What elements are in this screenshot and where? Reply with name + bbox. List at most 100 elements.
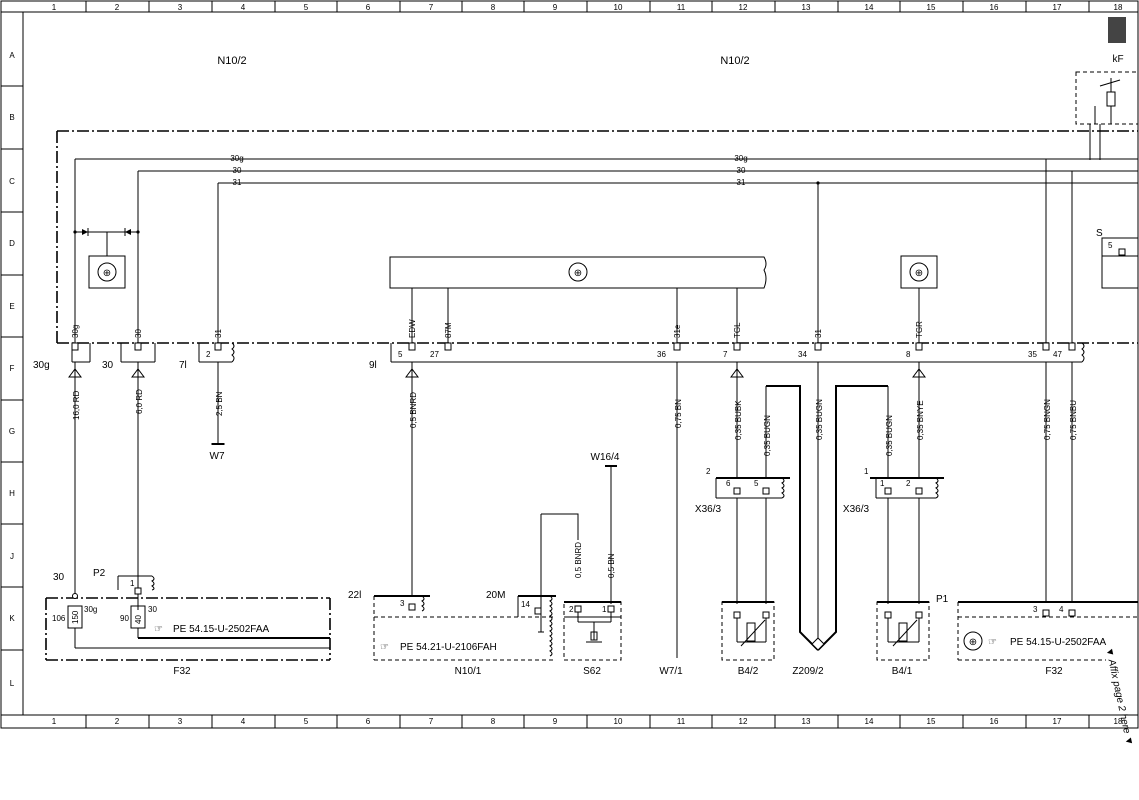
svg-text:2: 2 <box>569 605 574 614</box>
svg-text:1: 1 <box>52 717 57 726</box>
label-z209-2: Z209/2 <box>792 666 824 677</box>
frame-outer <box>0 0 1139 729</box>
svg-text:17: 17 <box>1053 3 1062 12</box>
svg-text:TGR: TGR <box>915 321 924 338</box>
label-kf: kF <box>1112 54 1123 65</box>
svg-text:2: 2 <box>115 717 120 726</box>
svg-text:4: 4 <box>1059 605 1064 614</box>
svg-text:14: 14 <box>521 600 530 609</box>
enclosure-n10-2 <box>56 130 1138 344</box>
svg-text:106: 106 <box>52 614 66 623</box>
svg-text:14: 14 <box>865 3 874 12</box>
svg-text:A: A <box>9 51 15 60</box>
svg-text:3: 3 <box>178 3 183 12</box>
svg-text:30: 30 <box>134 329 143 338</box>
wires-vertical <box>74 362 1073 658</box>
transistor-right <box>900 255 938 289</box>
label-f32-left: F32 <box>173 666 191 677</box>
svg-text:0,35 BNYE: 0,35 BNYE <box>916 400 925 440</box>
svg-text:3: 3 <box>178 717 183 726</box>
label-n10-2-right: N10/2 <box>720 55 749 67</box>
row-ruler <box>1 85 23 651</box>
svg-text:8: 8 <box>491 717 496 726</box>
svg-text:90: 90 <box>120 614 129 623</box>
label-n10-2-left: N10/2 <box>217 55 246 67</box>
fuse-block-f32-left <box>45 575 331 661</box>
svg-text:30: 30 <box>148 605 157 614</box>
svg-text:7l: 7l <box>179 360 187 371</box>
svg-text:150: 150 <box>71 610 80 624</box>
svg-text:5: 5 <box>754 479 759 488</box>
svg-text:30g: 30g <box>71 325 80 338</box>
transistor-icon-f32: ⊕ <box>969 637 977 648</box>
svg-text:5: 5 <box>304 717 309 726</box>
svg-text:30g: 30g <box>33 360 50 371</box>
svg-text:1: 1 <box>52 3 57 12</box>
svg-text:11: 11 <box>677 3 686 12</box>
label-s: S <box>1096 228 1103 239</box>
transistor-icon-center: ⊕ <box>574 268 582 279</box>
svg-text:TGL: TGL <box>733 322 742 338</box>
svg-text:12: 12 <box>739 717 748 726</box>
ref-n10-1: PE 54.21-U-2106FAH <box>400 642 497 653</box>
svg-text:3: 3 <box>1033 605 1038 614</box>
label-b4-2: B4/2 <box>738 666 759 677</box>
twisted-pair-z209-2 <box>766 385 888 651</box>
transistor-icon: ⊕ <box>103 268 111 279</box>
svg-text:J: J <box>10 552 14 561</box>
svg-text:16: 16 <box>990 717 999 726</box>
connector-labels: 30g 30 7l 9l 2 5 27 36 7 34 8 35 47 <box>33 350 1062 371</box>
svg-text:13: 13 <box>802 717 811 726</box>
row-letters: AB CD EF GH JK L <box>9 51 15 688</box>
svg-text:30g: 30g <box>84 605 97 614</box>
svg-text:15: 15 <box>927 3 936 12</box>
switch-s62 <box>563 601 622 661</box>
svg-text:10: 10 <box>614 3 623 12</box>
svg-text:20M: 20M <box>486 590 505 601</box>
label-s62: S62 <box>583 666 601 677</box>
svg-text:31e: 31e <box>673 324 682 338</box>
svg-text:30: 30 <box>737 166 746 175</box>
svg-text:12: 12 <box>739 3 748 12</box>
label-p1: P1 <box>936 594 949 605</box>
label-b4-1: B4/1 <box>892 666 913 677</box>
svg-text:30: 30 <box>102 360 114 371</box>
internal-verticals <box>74 159 1073 343</box>
internal-pin-labels: 30g 30 31 EDW 87M 31e TGL 31 TGR <box>71 319 924 338</box>
svg-text:8: 8 <box>906 350 911 359</box>
svg-text:0,35 BUGN: 0,35 BUGN <box>815 399 824 440</box>
svg-text:5: 5 <box>1108 241 1113 250</box>
svg-text:8: 8 <box>491 3 496 12</box>
svg-text:27: 27 <box>430 350 439 359</box>
svg-text:0,75 BNBU: 0,75 BNBU <box>1069 400 1078 440</box>
svg-text:5: 5 <box>398 350 403 359</box>
connector-x36-3-right <box>870 477 944 604</box>
hand-pointer-icon: ☞ <box>988 637 997 648</box>
svg-text:31: 31 <box>814 329 823 338</box>
svg-text:30: 30 <box>233 166 242 175</box>
svg-text:3: 3 <box>400 599 405 608</box>
svg-text:6,0 RD: 6,0 RD <box>135 389 144 414</box>
svg-text:87M: 87M <box>444 322 453 338</box>
svg-text:6: 6 <box>366 717 371 726</box>
svg-text:D: D <box>9 239 15 248</box>
svg-text:6: 6 <box>366 3 371 12</box>
svg-text:E: E <box>9 302 14 311</box>
svg-text:7: 7 <box>429 717 434 726</box>
svg-text:16: 16 <box>990 3 999 12</box>
svg-text:5: 5 <box>304 3 309 12</box>
svg-text:2: 2 <box>906 479 911 488</box>
svg-text:40: 40 <box>134 615 143 624</box>
svg-text:11: 11 <box>677 717 686 726</box>
hand-pointer-icon: ☞ <box>154 624 163 635</box>
label-x36-3-left: X36/3 <box>695 504 722 515</box>
label-w7-1: W7/1 <box>659 666 683 677</box>
svg-text:31: 31 <box>737 178 746 187</box>
label-x36-3-right: X36/3 <box>843 504 870 515</box>
transistor-strip-center <box>389 256 767 289</box>
svg-text:2: 2 <box>206 350 211 359</box>
svg-text:B: B <box>9 113 14 122</box>
